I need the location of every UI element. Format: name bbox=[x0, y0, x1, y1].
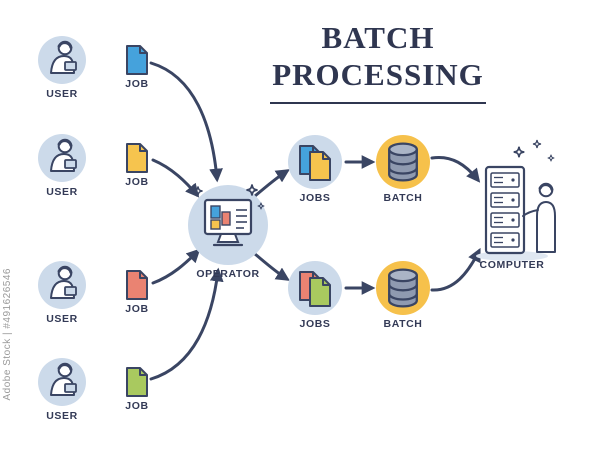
screen-block-red bbox=[221, 211, 231, 226]
database-icon bbox=[388, 142, 418, 182]
screen-block-yellow bbox=[210, 219, 221, 230]
user-node-4: USER bbox=[38, 358, 86, 422]
flow-arrows bbox=[149, 61, 481, 381]
computer-label: COMPUTER bbox=[480, 259, 545, 271]
job-file-icon bbox=[126, 143, 148, 173]
server-slot bbox=[490, 172, 520, 188]
server-slot bbox=[490, 212, 520, 228]
job-node-2: JOB bbox=[125, 143, 148, 188]
server-rack bbox=[484, 165, 526, 255]
monitor-stand bbox=[216, 233, 240, 243]
computer-node: COMPUTER bbox=[476, 139, 556, 271]
person-arm bbox=[522, 209, 539, 217]
operator-node: OPERATOR bbox=[188, 183, 268, 280]
screen-block-blue bbox=[210, 205, 221, 219]
job-file-icon bbox=[126, 45, 148, 75]
slot-led bbox=[511, 198, 515, 202]
user-label: USER bbox=[46, 186, 78, 198]
jobs-front-file-icon bbox=[309, 151, 331, 181]
title-line-2: PROCESSING bbox=[270, 57, 486, 105]
job-file-icon bbox=[126, 270, 148, 300]
slot-led bbox=[511, 238, 515, 242]
user-label: USER bbox=[46, 313, 78, 325]
batch-label: BATCH bbox=[384, 318, 423, 330]
slot-led bbox=[511, 178, 515, 182]
user-node-3: USER bbox=[38, 261, 86, 325]
operator-label: OPERATOR bbox=[196, 268, 259, 280]
slot-led bbox=[511, 218, 515, 222]
arrow-job1-to-operator bbox=[149, 61, 223, 183]
watermark-text: Adobe Stock | #491626546 bbox=[2, 268, 13, 401]
user-label: USER bbox=[46, 410, 78, 422]
server-slot bbox=[490, 192, 520, 208]
job-label: JOB bbox=[125, 176, 148, 188]
jobs-group-bottom: JOBS bbox=[288, 261, 342, 330]
page-title: BATCH PROCESSING bbox=[268, 20, 488, 105]
batch-node-top: BATCH bbox=[376, 135, 430, 204]
server-icon bbox=[484, 165, 526, 255]
arrow-job2-to-operator bbox=[151, 158, 200, 198]
monitor-icon bbox=[203, 198, 253, 247]
sparkle-icon bbox=[512, 145, 526, 159]
jobs-label: JOBS bbox=[300, 318, 331, 330]
job-node-3: JOB bbox=[125, 270, 148, 315]
person-hair bbox=[538, 183, 554, 191]
title-line-1: BATCH bbox=[321, 20, 435, 55]
arrow-batch-top-to-computer bbox=[430, 155, 481, 183]
job-node-4: JOB bbox=[125, 367, 148, 412]
jobs-label: JOBS bbox=[300, 192, 331, 204]
job-label: JOB bbox=[125, 400, 148, 412]
arrow-job4-to-operator bbox=[149, 267, 224, 381]
job-label: JOB bbox=[125, 303, 148, 315]
user-node-1: USER bbox=[38, 36, 86, 100]
sparkle-icon bbox=[547, 154, 555, 162]
job-node-1: JOB bbox=[125, 45, 148, 90]
jobs-group-top: JOBS bbox=[288, 135, 342, 204]
arrow-operator-to-jobs-top bbox=[253, 169, 290, 198]
user-label: USER bbox=[46, 88, 78, 100]
arrow-batch-bottom-to-computer bbox=[430, 247, 481, 292]
arrow-operator-to-jobs-bottom bbox=[253, 252, 290, 281]
server-slot bbox=[490, 232, 520, 248]
arrow-job3-to-operator bbox=[151, 248, 201, 285]
jobs-front-file-icon bbox=[309, 277, 331, 307]
computer-user-icon bbox=[522, 182, 556, 253]
sparkle-icon bbox=[532, 139, 542, 149]
job-label: JOB bbox=[125, 78, 148, 90]
batch-node-bottom: BATCH bbox=[376, 261, 430, 330]
person-body bbox=[536, 201, 556, 253]
database-icon bbox=[388, 268, 418, 308]
user-node-2: USER bbox=[38, 134, 86, 198]
job-file-icon bbox=[126, 367, 148, 397]
batch-label: BATCH bbox=[384, 192, 423, 204]
